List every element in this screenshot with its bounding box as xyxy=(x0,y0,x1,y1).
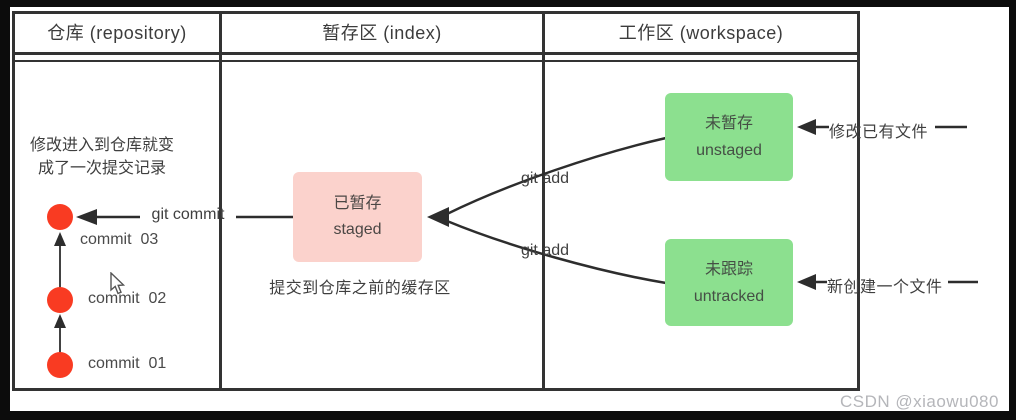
repository-note-line1: 修改进入到仓库就变 xyxy=(29,137,174,154)
commit-03-label: commit 03 xyxy=(80,231,159,248)
untracked-box: 未跟踪 untracked xyxy=(665,239,793,326)
unstaged-box: 未暂存 unstaged xyxy=(665,93,793,181)
header-separator-inner xyxy=(12,60,860,62)
column-header-workspace: 工作区 (workspace) xyxy=(618,22,784,43)
column-header-repository: 仓库 (repository) xyxy=(47,22,187,43)
commit-dot-01 xyxy=(47,352,73,378)
staged-box-title-zh: 已暂存 xyxy=(333,195,382,212)
commit-dot-03 xyxy=(47,204,73,230)
new-file-label: 新创建一个文件 xyxy=(827,279,943,296)
git-add-lower-label: git add xyxy=(520,242,570,259)
modify-file-label: 修改已有文件 xyxy=(829,124,929,141)
commit-02-label: commit 02 xyxy=(88,290,167,307)
column-divider-2 xyxy=(542,11,545,391)
untracked-box-title-zh: 未跟踪 xyxy=(704,260,753,278)
unstaged-box-title-zh: 未暂存 xyxy=(704,115,753,132)
repository-note: 修改进入到仓库就变 成了一次提交记录 xyxy=(16,134,188,180)
header-separator-outer xyxy=(12,52,860,55)
repository-note-line2: 成了一次提交记录 xyxy=(37,160,166,177)
staged-box: 已暂存 staged xyxy=(293,172,422,262)
git-commit-label: git commit xyxy=(151,206,225,223)
column-header-index: 暂存区 (index) xyxy=(322,22,442,43)
unstaged-box-title-en: unstaged xyxy=(696,142,762,159)
column-divider-1 xyxy=(219,11,222,391)
commit-01-label: commit 01 xyxy=(88,355,167,372)
staged-box-title-en: staged xyxy=(333,221,382,238)
commit-dot-02 xyxy=(47,287,73,313)
index-caption: 提交到仓库之前的缓存区 xyxy=(269,280,451,297)
untracked-box-title-en: untracked xyxy=(693,287,765,305)
table-frame xyxy=(12,11,860,391)
watermark: CSDN @xiaowu080 xyxy=(840,392,999,411)
mouse-cursor-icon xyxy=(110,272,126,295)
git-add-upper-label: git add xyxy=(520,170,570,187)
